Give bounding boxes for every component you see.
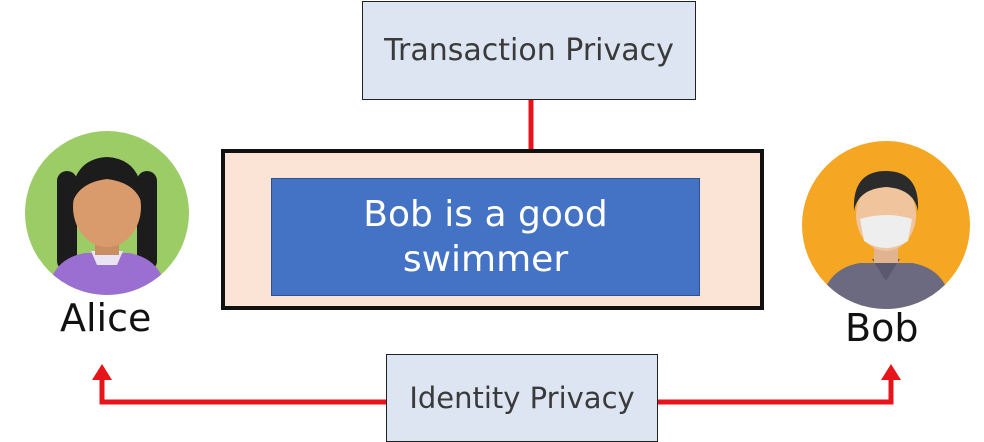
- alice-name: Alice: [60, 296, 152, 340]
- identity-arrowhead-right: [881, 364, 901, 380]
- identity-arrow-right: [658, 378, 894, 405]
- identity-arrow-left: [99, 378, 386, 405]
- identity-privacy-box: Identity Privacy: [386, 354, 658, 442]
- identity-privacy-label: Identity Privacy: [409, 381, 635, 415]
- bob-avatar-icon: [802, 141, 970, 309]
- alice-avatar-icon: [25, 131, 189, 295]
- transaction-privacy-box: Transaction Privacy: [362, 1, 696, 100]
- bob-name: Bob: [845, 306, 919, 350]
- message-text: Bob is a good swimmer: [363, 194, 608, 280]
- message-box: Bob is a good swimmer: [271, 178, 700, 296]
- identity-arrowhead-left: [92, 364, 112, 380]
- transaction-privacy-label: Transaction Privacy: [384, 33, 674, 68]
